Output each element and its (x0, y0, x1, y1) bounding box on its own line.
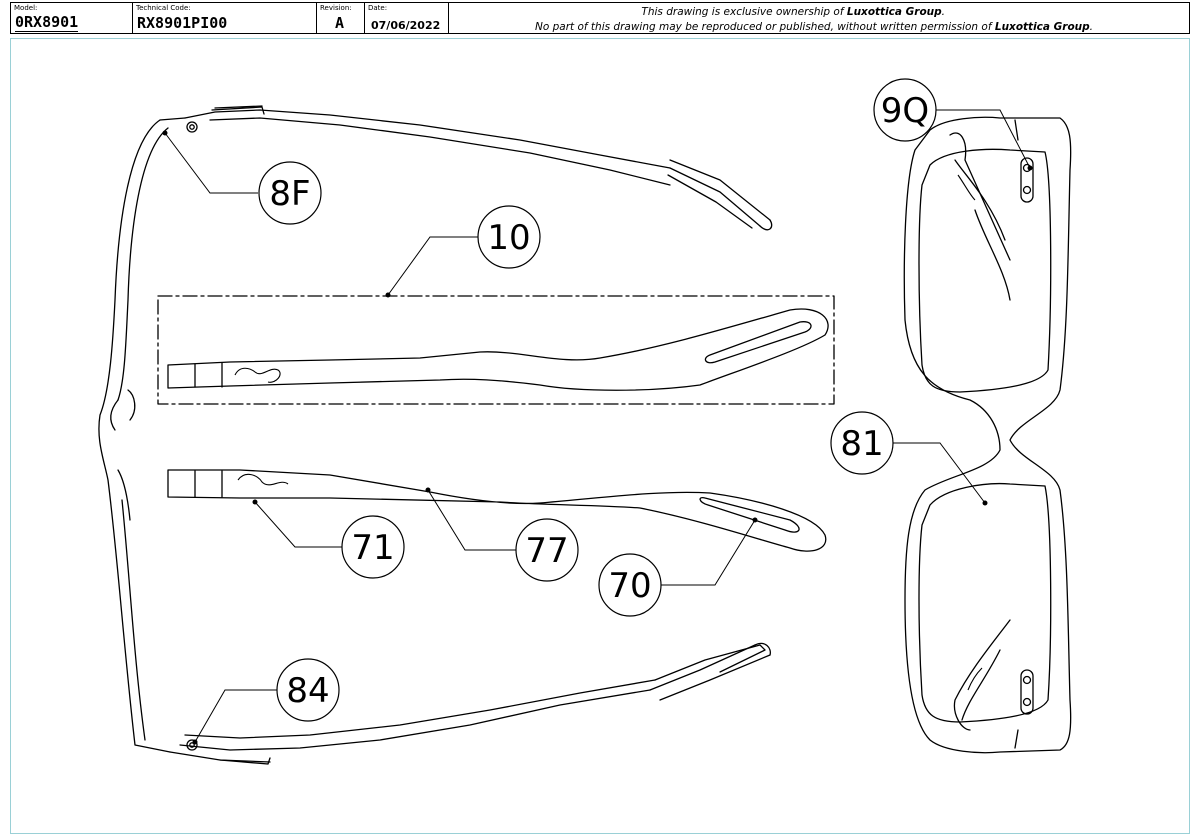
title-block: Model: 0RX8901 Technical Code: RX8901PI0… (10, 2, 1190, 34)
date-label: Date: (368, 4, 388, 12)
callout-label: 8F (269, 174, 310, 214)
temple-side-view (157, 295, 835, 405)
ownership-note-line1: This drawing is exclusive ownership of L… (641, 6, 945, 18)
callout-label: 84 (286, 671, 329, 711)
callout-77: 77 (515, 518, 579, 582)
model-cell: Model: 0RX8901 (11, 3, 133, 33)
date-cell: Date: 07/06/2022 (365, 3, 449, 33)
callout-71: 71 (341, 515, 405, 579)
frame-top-view (98, 105, 773, 765)
leader-dots (162, 130, 1033, 745)
callout-label: 10 (487, 218, 530, 258)
callout-81: 81 (830, 411, 894, 475)
revision-value: A (335, 14, 345, 32)
technical-code-value: RX8901PI00 (137, 14, 228, 32)
model-value: 0RX8901 (15, 13, 79, 32)
callout-label: 81 (840, 424, 883, 464)
temple-side-view-2 (167, 469, 827, 552)
callout-label: 71 (351, 528, 394, 568)
callout-8F: 8F (258, 161, 322, 225)
revision-cell: Revision: A (317, 3, 365, 33)
callout-10: 10 (477, 205, 541, 269)
drawing-frame (10, 38, 1190, 834)
callout-label: 70 (608, 566, 651, 606)
revision-label: Revision: (320, 4, 352, 12)
technical-code-label: Technical Code: (136, 4, 191, 12)
date-value: 07/06/2022 (371, 19, 441, 32)
callout-70: 70 (598, 553, 662, 617)
ownership-note-cell: This drawing is exclusive ownership of L… (449, 3, 1189, 33)
callout-label: 77 (525, 531, 568, 571)
model-label: Model: (14, 4, 38, 12)
callout-label: 9Q (881, 91, 929, 131)
ray-ban-logo-marks (234, 174, 983, 691)
leader-lines (164, 109, 1031, 743)
callout-84: 84 (276, 658, 340, 722)
technical-code-cell: Technical Code: RX8901PI00 (133, 3, 317, 33)
ownership-note-line2: No part of this drawing may be reproduce… (534, 21, 1093, 33)
callout-9Q: 9Q (873, 78, 937, 142)
frame-front-view (903, 116, 1072, 754)
